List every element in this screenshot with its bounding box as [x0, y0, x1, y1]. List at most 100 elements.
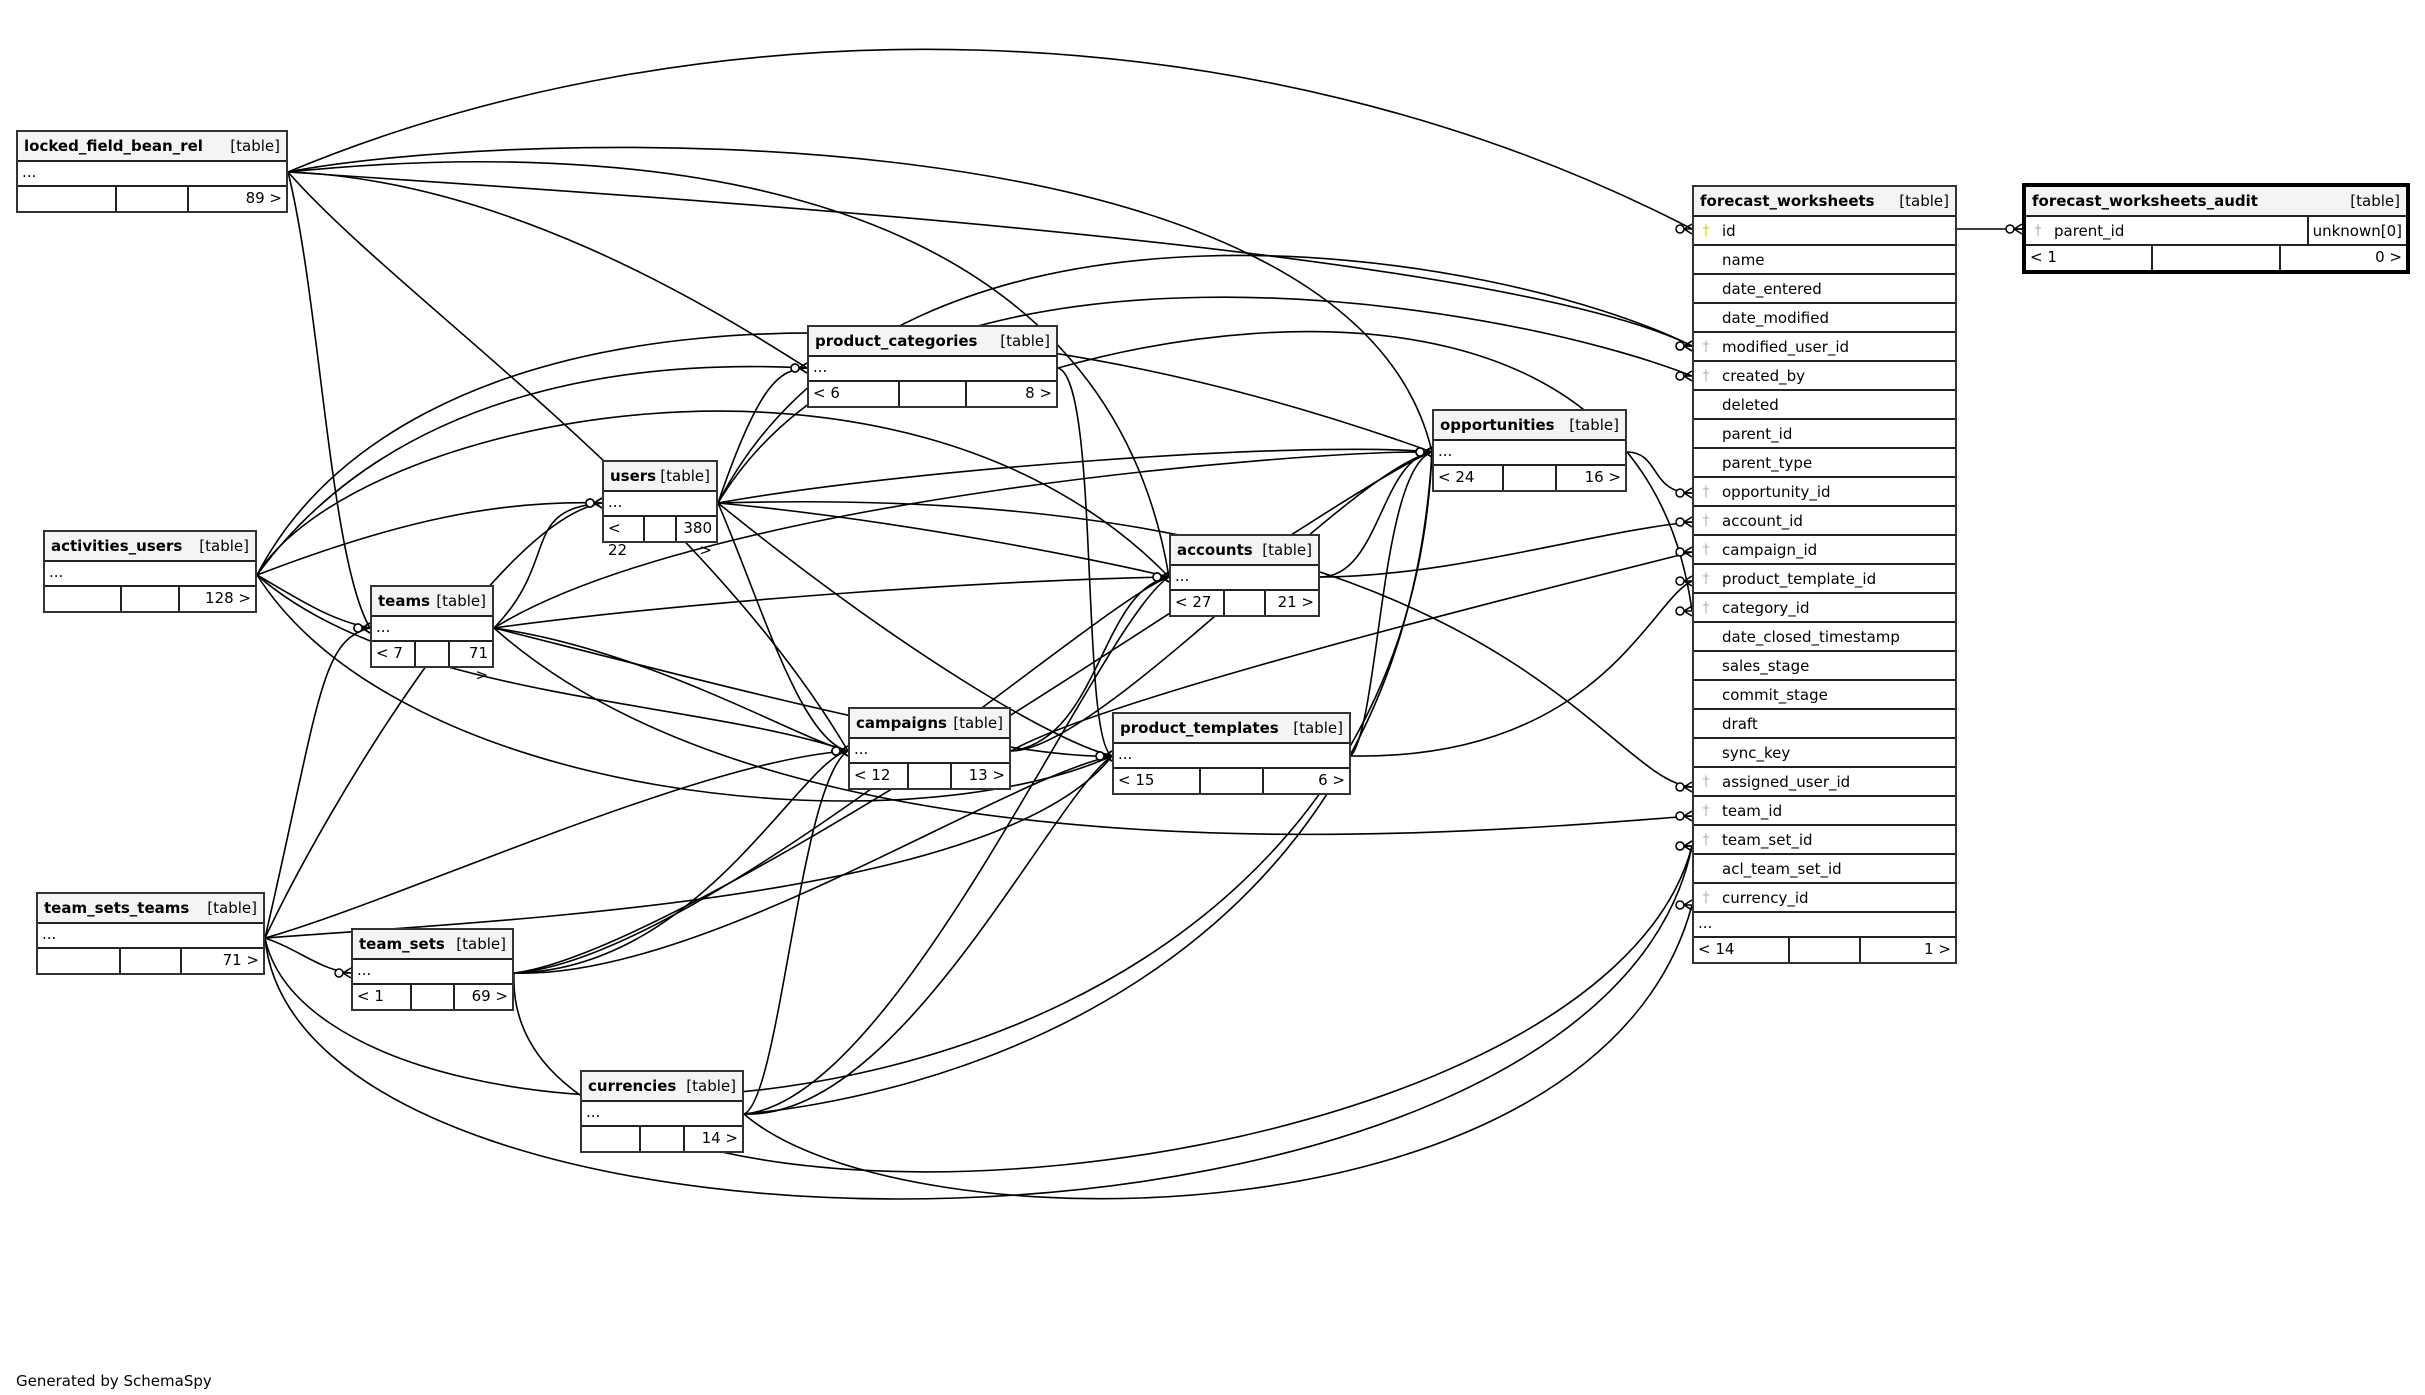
column-row[interactable]: †opportunity_id [1694, 478, 1955, 507]
table-name[interactable]: locked_field_bean_rel [24, 137, 203, 155]
table-name[interactable]: forecast_worksheets [1700, 192, 1875, 210]
table-header[interactable]: opportunities[table] [1434, 411, 1625, 441]
child-count[interactable]: 0 > [2375, 248, 2402, 266]
column-row[interactable]: †id [1694, 217, 1955, 246]
column-row[interactable]: sync_key [1694, 739, 1955, 768]
table-header[interactable]: accounts[table] [1171, 536, 1318, 566]
table-name[interactable]: forecast_worksheets_audit [2032, 192, 2258, 210]
child-count[interactable]: 71 > [468, 644, 489, 684]
parent-count[interactable]: < 1 [2026, 246, 2154, 270]
parent-count[interactable]: < 22 [604, 517, 646, 559]
child-count[interactable]: 6 > [1318, 771, 1346, 789]
table-name[interactable]: teams [378, 592, 431, 610]
column-row[interactable]: †campaign_id [1694, 536, 1955, 565]
table-name[interactable]: opportunities [1440, 416, 1555, 434]
table-name[interactable]: activities_users [51, 537, 183, 555]
child-count[interactable]: 128 > [205, 589, 251, 607]
column-row[interactable]: parent_type [1694, 449, 1955, 478]
column-row[interactable]: name [1694, 246, 1955, 275]
column-row[interactable]: sales_stage [1694, 652, 1955, 681]
table-header[interactable]: product_templates[table] [1114, 714, 1349, 744]
column-row[interactable]: deleted [1694, 391, 1955, 420]
column-row[interactable]: †category_id [1694, 594, 1955, 623]
column-row[interactable]: †team_set_id [1694, 826, 1955, 855]
table-locked-field-bean-rel[interactable]: locked_field_bean_rel[table]...89 > [16, 130, 288, 213]
table-name[interactable]: users [610, 467, 657, 485]
table-activities-users[interactable]: activities_users[table]...128 > [43, 530, 257, 613]
child-count[interactable]: 69 > [471, 987, 508, 1005]
parent-count[interactable]: < 15 [1114, 769, 1201, 793]
table-header[interactable]: forecast_worksheets[table] [1694, 187, 1955, 217]
table-header[interactable]: team_sets[table] [353, 930, 512, 960]
table-header[interactable]: product_categories[table] [809, 327, 1056, 357]
table-header[interactable]: forecast_worksheets_audit[table] [2026, 187, 2406, 217]
child-count[interactable]: 16 > [1584, 468, 1622, 486]
column-row[interactable]: commit_stage [1694, 681, 1955, 710]
parent-count[interactable]: < 14 [1694, 938, 1791, 962]
column-row[interactable]: †team_id [1694, 797, 1955, 826]
column-row[interactable]: draft [1694, 710, 1955, 739]
child-count[interactable]: 380 > [683, 519, 712, 559]
spacer-cell [645, 517, 677, 541]
table-header[interactable]: team_sets_teams[table] [38, 894, 263, 924]
more-columns-ellipsis: ... [582, 1102, 742, 1127]
generated-by-footer[interactable]: Generated by SchemaSpy [16, 1372, 212, 1390]
child-count[interactable]: 14 > [701, 1129, 738, 1147]
table-name[interactable]: accounts [1177, 541, 1253, 559]
column-row[interactable]: †modified_user_id [1694, 333, 1955, 362]
table-header[interactable]: teams[table] [372, 587, 492, 617]
foreign-key-icon: † [1702, 338, 1710, 355]
table-name[interactable]: currencies [588, 1077, 677, 1095]
table-name[interactable]: product_templates [1120, 719, 1279, 737]
child-count[interactable]: 89 > [245, 189, 282, 207]
parent-count[interactable] [18, 187, 117, 211]
table-currencies[interactable]: currencies[table]... 14 > [580, 1070, 744, 1153]
parent-count[interactable]: < 12 [850, 764, 909, 788]
parent-count[interactable]: < 6 [809, 382, 901, 406]
child-count[interactable]: 21 > [1277, 593, 1315, 611]
table-name[interactable]: campaigns [856, 714, 947, 732]
column-row[interactable]: date_modified [1694, 304, 1955, 333]
child-count[interactable]: 13 > [968, 766, 1005, 784]
table-header[interactable]: currencies[table] [582, 1072, 742, 1102]
column-row[interactable]: date_entered [1694, 275, 1955, 304]
parent-count[interactable]: < 24 [1434, 466, 1505, 490]
parent-count[interactable] [45, 587, 123, 611]
parent-count[interactable]: < 27 [1171, 591, 1226, 615]
parent-count[interactable]: < 7 [372, 642, 417, 666]
table-name[interactable]: team_sets [359, 935, 445, 953]
column-row[interactable]: †account_id [1694, 507, 1955, 536]
column-row[interactable]: †assigned_user_id [1694, 768, 1955, 797]
column-row[interactable]: †product_template_id [1694, 565, 1955, 594]
table-header[interactable]: activities_users[table] [45, 532, 255, 562]
column-row[interactable]: †currency_id [1694, 884, 1955, 913]
column-row[interactable]: †created_by [1694, 362, 1955, 391]
child-count[interactable]: 71 > [222, 951, 260, 969]
table-name[interactable]: team_sets_teams [44, 899, 190, 917]
table-header[interactable]: users[table] [604, 462, 716, 492]
table-header[interactable]: campaigns[table] [850, 709, 1009, 739]
table-team-sets-teams[interactable]: team_sets_teams[table]...71 > [36, 892, 265, 975]
parent-count[interactable] [38, 949, 121, 973]
table-header[interactable]: locked_field_bean_rel[table] [18, 132, 286, 162]
child-count[interactable]: 8 > [1025, 384, 1052, 402]
column-row[interactable]: acl_team_set_id [1694, 855, 1955, 884]
table-forecast-worksheets-audit[interactable]: forecast_worksheets_audit[table]†parent_… [2022, 183, 2410, 274]
table-name[interactable]: product_categories [815, 332, 978, 350]
relationship-edge [256, 501, 603, 576]
child-count[interactable]: 1 > [1924, 940, 1951, 958]
parent-count[interactable] [582, 1127, 641, 1151]
parent-count[interactable]: < 1 [353, 985, 412, 1009]
column-row[interactable]: date_closed_timestamp [1694, 623, 1955, 652]
column-row[interactable]: parent_id [1694, 420, 1955, 449]
